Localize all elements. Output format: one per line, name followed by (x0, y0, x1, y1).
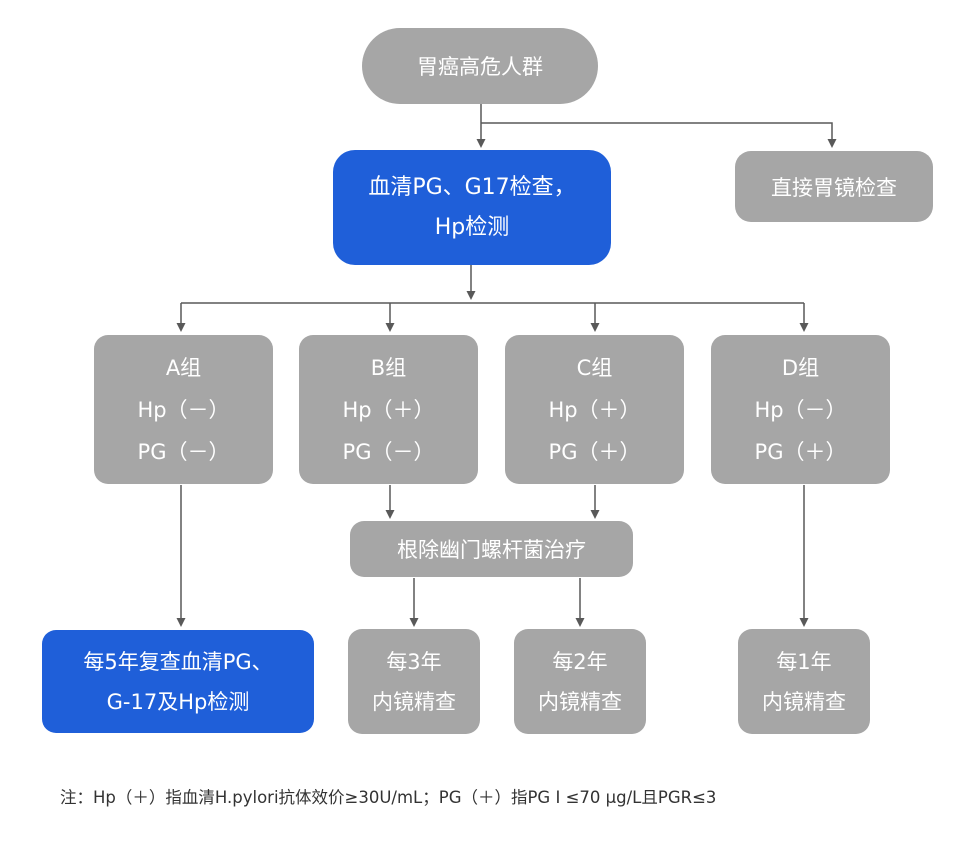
group-hp: Hp（＋） (548, 397, 641, 422)
group-hp: Hp（＋） (342, 397, 435, 422)
node-direct-gastroscopy: 直接胃镜检查 (735, 151, 933, 222)
node-followup-b: 每3年 内镜精查 (348, 629, 480, 734)
node-group-b: B组 Hp（＋） PG（－） (299, 335, 478, 484)
group-hp: Hp（－） (754, 397, 847, 422)
footnote: 注：Hp（＋）指血清H.pylori抗体效价≥30U/mL；PG（＋）指PG Ⅰ… (60, 788, 717, 807)
node-hp-eradication: 根除幽门螺杆菌治疗 (350, 521, 633, 577)
node-label: 内镜精查 (372, 689, 456, 714)
group-pg: PG（＋） (548, 439, 641, 464)
node-label: G-17及Hp检测 (106, 689, 250, 714)
node-followup-d: 每1年 内镜精查 (738, 629, 870, 734)
node-label: 内镜精查 (762, 689, 846, 714)
node-high-risk-population: 胃癌高危人群 (362, 28, 598, 104)
node-serum-tests: 血清PG、G17检查， Hp检测 (333, 150, 611, 265)
node-group-a: A组 Hp（－） PG（－） (94, 335, 273, 484)
group-title: B组 (370, 355, 407, 380)
node-group-d: D组 Hp（－） PG（＋） (711, 335, 890, 484)
node-group-c: C组 Hp（＋） PG（＋） (505, 335, 684, 484)
node-followup-c: 每2年 内镜精查 (514, 629, 646, 734)
node-label: Hp检测 (434, 214, 510, 240)
node-label: 内镜精查 (538, 689, 622, 714)
group-title: A组 (165, 355, 202, 380)
group-title: C组 (576, 355, 613, 380)
group-title: D组 (781, 355, 820, 380)
node-followup-a: 每5年复查血清PG、 G-17及Hp检测 (42, 630, 314, 733)
arrow-root-to-direct (481, 122, 837, 148)
group-pg: PG（－） (342, 439, 435, 464)
node-label: 根除幽门螺杆菌治疗 (397, 538, 586, 562)
node-label: 每3年 (386, 649, 442, 674)
node-label: 每2年 (552, 649, 608, 674)
group-hp: Hp（－） (137, 397, 230, 422)
group-pg: PG（－） (137, 439, 230, 464)
node-label: 每5年复查血清PG、 (83, 649, 273, 674)
group-pg: PG（＋） (754, 439, 847, 464)
node-label: 每1年 (776, 649, 832, 674)
node-label: 直接胃镜检查 (771, 175, 897, 200)
node-label: 血清PG、G17检查， (368, 174, 576, 200)
node-label: 胃癌高危人群 (417, 55, 543, 79)
